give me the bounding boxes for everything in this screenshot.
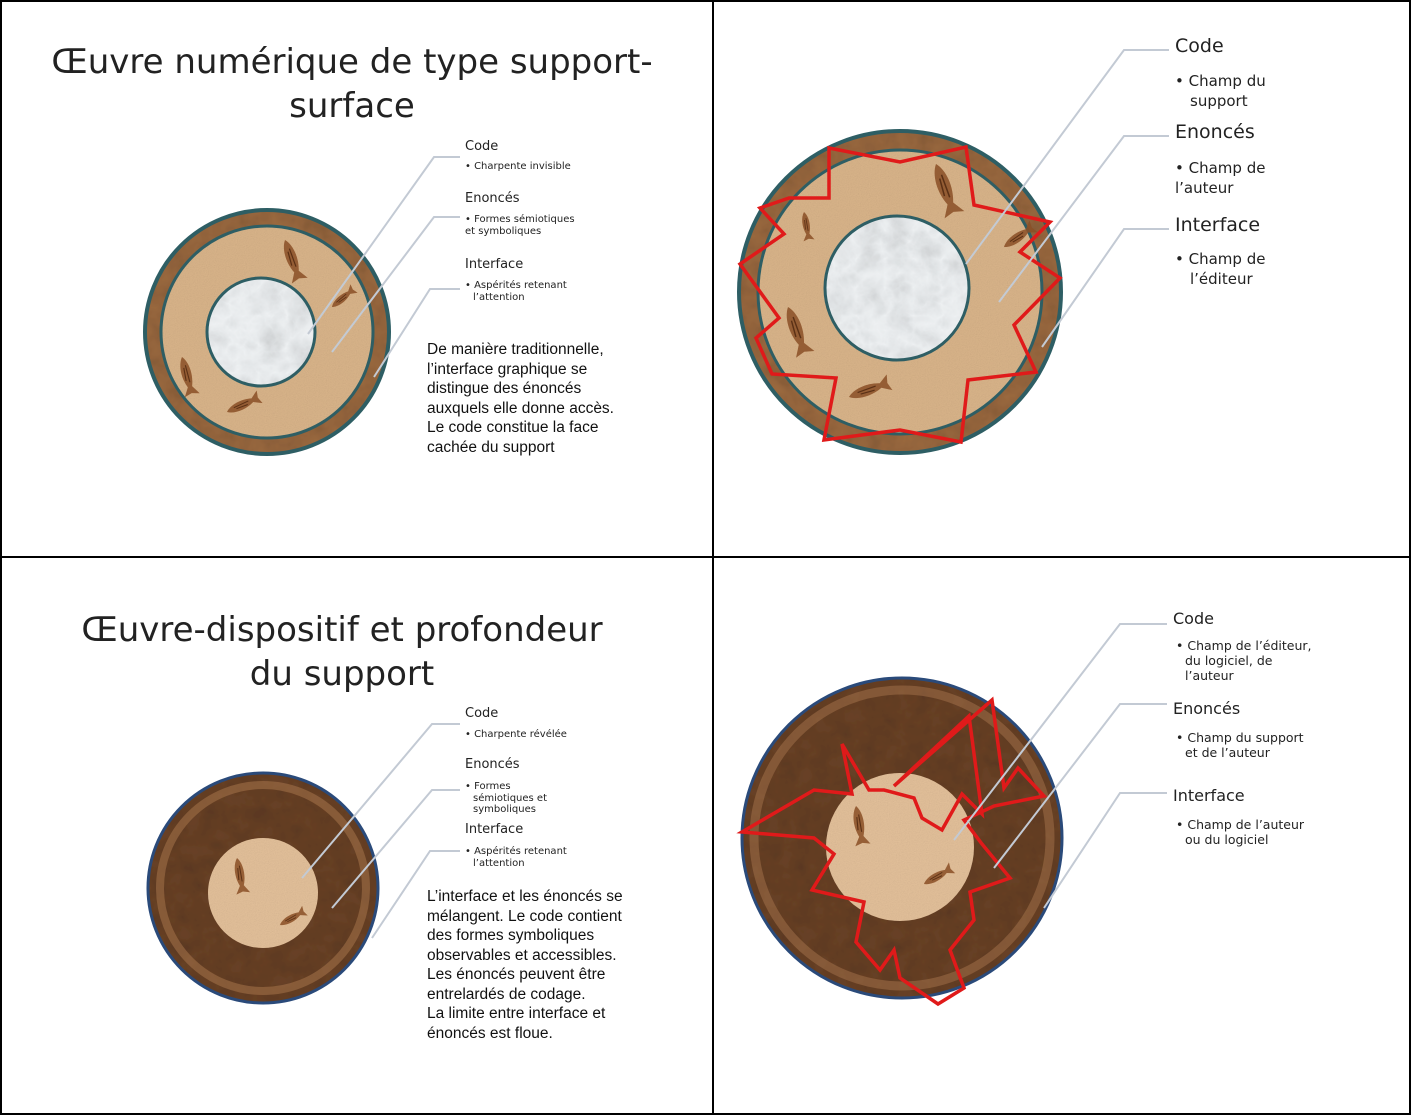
bullet-line: l’auteur <box>1185 668 1234 683</box>
slide-2-red-star <box>737 144 1063 445</box>
paragraph-line: mélangent. Le code contient <box>427 907 622 925</box>
bullet-line: • Aspérités retenant <box>465 280 567 291</box>
paragraph-line: auxquels elle donne accès. <box>427 399 614 417</box>
slide-3-title: Œuvre-dispositif et profondeur du suppor… <box>42 608 642 696</box>
slide-4-label-code: Code <box>1173 609 1214 628</box>
slide-2-bullet-interface: • Champ de l’éditeur <box>1175 250 1265 289</box>
slide-1-title-line2: surface <box>289 86 415 126</box>
bullet-line: • Aspérités retenant <box>465 846 567 857</box>
bullet-line: sémiotiques et <box>473 792 547 804</box>
slide-2-bullet-code: • Champ du support <box>1175 72 1266 111</box>
bullet-line: et de l’auteur <box>1185 745 1270 760</box>
paragraph-line: De manière traditionnelle, <box>427 341 604 358</box>
slide-2-label-interface: Interface <box>1175 214 1261 236</box>
bullet-line: symboliques <box>473 804 536 815</box>
slide-2-label-code: Code <box>1175 35 1224 57</box>
slide-4-label-enonces: Enoncés <box>1173 699 1241 718</box>
slide-2-bullet-enonces: • Champ de l’auteur <box>1175 159 1265 198</box>
slide-4-diagram <box>736 623 1167 1007</box>
slide-1: Œuvre numérique de type support- surface <box>0 0 714 558</box>
slide-3-title-line2: du support <box>249 654 435 694</box>
slide-1-label-interface: Interface <box>465 257 524 272</box>
bullet-line: • Champ de <box>1175 159 1266 177</box>
slide-3-paragraph: L’interface et les énoncés se mélangent.… <box>427 887 623 1043</box>
slide-2-label-enonces: Enoncés <box>1175 121 1255 143</box>
bullet-line: l’attention <box>473 857 525 869</box>
slide-1-label-code: Code <box>465 139 499 154</box>
bullet-line: • Formes sémiotiques <box>465 214 575 225</box>
slide-3-title-line1: Œuvre-dispositif et profondeur <box>81 610 603 650</box>
paragraph-line: entrelardés de codage. <box>427 985 586 1003</box>
bullet-line: • Charpente invisible <box>465 161 571 172</box>
paragraph-line: cachée du support <box>427 438 555 456</box>
slide-4-callout-lines <box>953 623 1167 909</box>
bullet-line: • Champ du <box>1175 72 1266 90</box>
paragraph-line: énoncés est floue. <box>427 1024 553 1042</box>
slide-3-callout-lines <box>301 723 460 939</box>
paragraph-line: des formes symboliques <box>427 927 595 944</box>
slide-2: Code • Champ du support Enoncés • Champ … <box>712 0 1411 558</box>
slide-1-bullet-enonces: • Formes sémiotiques et symboliques <box>465 214 575 237</box>
paragraph-line: L’interface et les énoncés se <box>427 888 623 905</box>
bullet-line: • Champ du support <box>1176 730 1304 745</box>
slide-4: Code • Champ de l’éditeur, du logiciel, … <box>712 556 1411 1115</box>
slide-4-bullet-code: • Champ de l’éditeur, du logiciel, de l’… <box>1176 638 1312 683</box>
paragraph-line: Le code constitue la face <box>427 419 599 436</box>
slide-2-callout-lines <box>965 49 1169 348</box>
slide-3-label-interface: Interface <box>465 822 524 837</box>
slide-1-circle-inner <box>205 276 317 388</box>
slide-4-label-interface: Interface <box>1173 786 1245 805</box>
slide-3-diagram <box>146 723 460 1005</box>
bullet-line: • Champ de l’éditeur, <box>1176 638 1312 653</box>
slide-1-bullet-code: • Charpente invisible <box>465 161 571 173</box>
slide-1-diagram <box>143 156 460 456</box>
slide-1-callout-lines <box>307 156 460 378</box>
slide-2-circle-inner <box>823 214 971 362</box>
bullet-line: l’auteur <box>1175 178 1234 197</box>
paragraph-line: l’interface graphique se <box>427 360 588 378</box>
slide-4-bullet-interface: • Champ de l’auteur ou du logiciel <box>1176 817 1304 847</box>
slide-1-title-line1: Œuvre numérique de type support- <box>51 42 653 82</box>
bullet-line: • Formes <box>465 781 511 792</box>
bullet-line: ou du logiciel <box>1185 832 1269 847</box>
slide-4-bullet-enonces: • Champ du support et de l’auteur <box>1176 730 1304 760</box>
bullet-line: • Charpente révélée <box>465 729 567 740</box>
slide-3: Œuvre-dispositif et profondeur du suppor… <box>0 556 714 1115</box>
slide-1-title: Œuvre numérique de type support- surface <box>32 40 672 128</box>
bullet-line: du logiciel, de <box>1185 653 1273 668</box>
slide-3-label-enonces: Enoncés <box>465 757 520 772</box>
slide-3-bullet-interface: • Aspérités retenant l’attention <box>465 846 567 869</box>
slide-4-circle-inner <box>826 773 974 921</box>
slide-3-circle-inner <box>208 838 318 948</box>
slide-1-bullet-interface: • Aspérités retenant l’attention <box>465 280 567 303</box>
slide-3-label-code: Code <box>465 706 499 721</box>
slide-1-paragraph: De manière traditionnelle, l’interface g… <box>427 340 614 457</box>
paragraph-line: observables et accessibles. <box>427 946 617 964</box>
bullet-line: • Champ de l’auteur <box>1176 817 1305 832</box>
slide-3-bullet-enonces: • Formes sémiotiques et symboliques <box>465 781 547 816</box>
slide-2-diagram <box>737 49 1169 455</box>
bullet-line: • Champ de <box>1175 250 1266 268</box>
bullet-line: et symboliques <box>465 225 542 237</box>
paragraph-line: La limite entre interface et <box>427 1005 606 1022</box>
bullet-line: support <box>1190 91 1248 110</box>
bullet-line: l’attention <box>473 291 525 303</box>
paragraph-line: Les énoncés peuvent être <box>427 966 606 983</box>
slide-3-bullet-code: • Charpente révélée <box>465 729 567 741</box>
slide-1-label-enonces: Enoncés <box>465 191 520 206</box>
bullet-line: l’éditeur <box>1190 269 1253 288</box>
paragraph-line: distingue des énoncés <box>427 380 582 397</box>
